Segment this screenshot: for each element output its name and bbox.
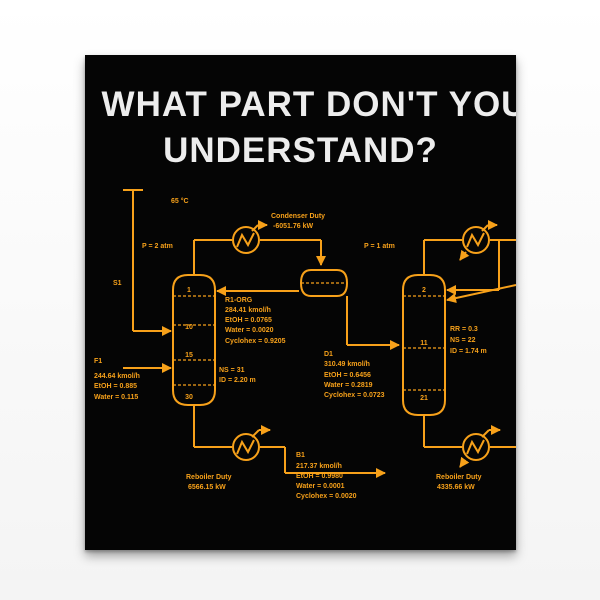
stream-s1-label: S1 — [113, 280, 122, 287]
title-line-2: UNDERSTAND? — [163, 131, 438, 170]
col1-id: ID = 2.20 m — [219, 377, 256, 384]
col2-stage-top: 2 — [422, 287, 426, 294]
stream-s1-line — [123, 189, 172, 336]
d1-etoh: EtOH = 0.6456 — [324, 372, 371, 379]
col2-ns: NS = 22 — [450, 337, 476, 344]
d1-water: Water = 0.2819 — [324, 382, 373, 389]
col2-overhead-line — [423, 239, 516, 303]
b1-etoh: EtOH = 0.9980 — [296, 473, 343, 480]
col1-bottom-line — [193, 405, 386, 478]
pressure-left: P = 2 atm — [142, 243, 173, 250]
reboiler-1 — [232, 425, 271, 461]
col1-stage-bottom: 30 — [185, 394, 193, 401]
d1-name: D1 — [324, 351, 333, 358]
col2-stage-bottom: 21 — [420, 395, 428, 402]
column-1 — [172, 274, 216, 406]
b1-name: B1 — [296, 452, 305, 459]
col1-ns: NS = 31 — [219, 367, 245, 374]
r1-etoh: EtOH = 0.0765 — [225, 317, 272, 324]
reboiler-right-value: 4335.66 kW — [437, 484, 475, 491]
reboiler-left-label: Reboiler Duty — [186, 474, 232, 481]
title-line-1: WHAT PART DON'T YOU — [101, 85, 516, 124]
reboiler-2 — [459, 425, 501, 468]
b1-water: Water = 0.0001 — [296, 483, 345, 490]
f1-name: F1 — [94, 358, 102, 365]
poster: WHAT PART DON'T YOU UNDERSTAND? 1 10 15 … — [85, 55, 516, 550]
reboiler-right-label: Reboiler Duty — [436, 474, 482, 481]
col2-stage-mid: 11 — [420, 340, 428, 347]
condenser-duty-label: Condenser Duty — [271, 213, 325, 220]
d1-cyclohex: Cyclohex = 0.0723 — [324, 392, 385, 399]
r1-name: R1-ORG — [225, 297, 253, 304]
col1-overhead-line — [193, 239, 326, 275]
column-2 — [402, 274, 446, 416]
col1-stage-feed: 15 — [185, 352, 193, 359]
d1-line — [346, 296, 400, 350]
d1-flow: 310.49 kmol/h — [324, 361, 370, 368]
pressure-right: P = 1 atm — [364, 243, 395, 250]
col2-id: ID = 1.74 m — [450, 348, 487, 355]
condenser-duty-value: -6051.76 kW — [273, 223, 313, 230]
condenser-2 — [459, 220, 498, 261]
r1-cyclohex: Cyclohex = 0.9205 — [225, 338, 286, 345]
col2-bottom-line — [423, 415, 516, 448]
col1-stage-mid: 10 — [185, 324, 193, 331]
f1-water: Water = 0.115 — [94, 394, 138, 401]
condenser-1 — [232, 220, 268, 254]
f1-etoh: EtOH = 0.885 — [94, 383, 137, 390]
decanter — [299, 269, 349, 297]
reboiler-left-value: 6566.15 kW — [188, 484, 226, 491]
temperature-label: 65 °C — [171, 197, 189, 205]
f1-flow: 244.64 kmol/h — [94, 373, 140, 380]
col1-stage-top: 1 — [187, 287, 191, 294]
r1-flow: 284.41 kmol/h — [225, 307, 271, 314]
b1-cyclohex: Cyclohex = 0.0020 — [296, 493, 357, 500]
r1-water: Water = 0.0020 — [225, 327, 274, 334]
col2-rr: RR = 0.3 — [450, 326, 478, 333]
process-flow-diagram: 1 10 15 30 — [94, 189, 516, 500]
b1-flow: 217.37 kmol/h — [296, 463, 342, 470]
